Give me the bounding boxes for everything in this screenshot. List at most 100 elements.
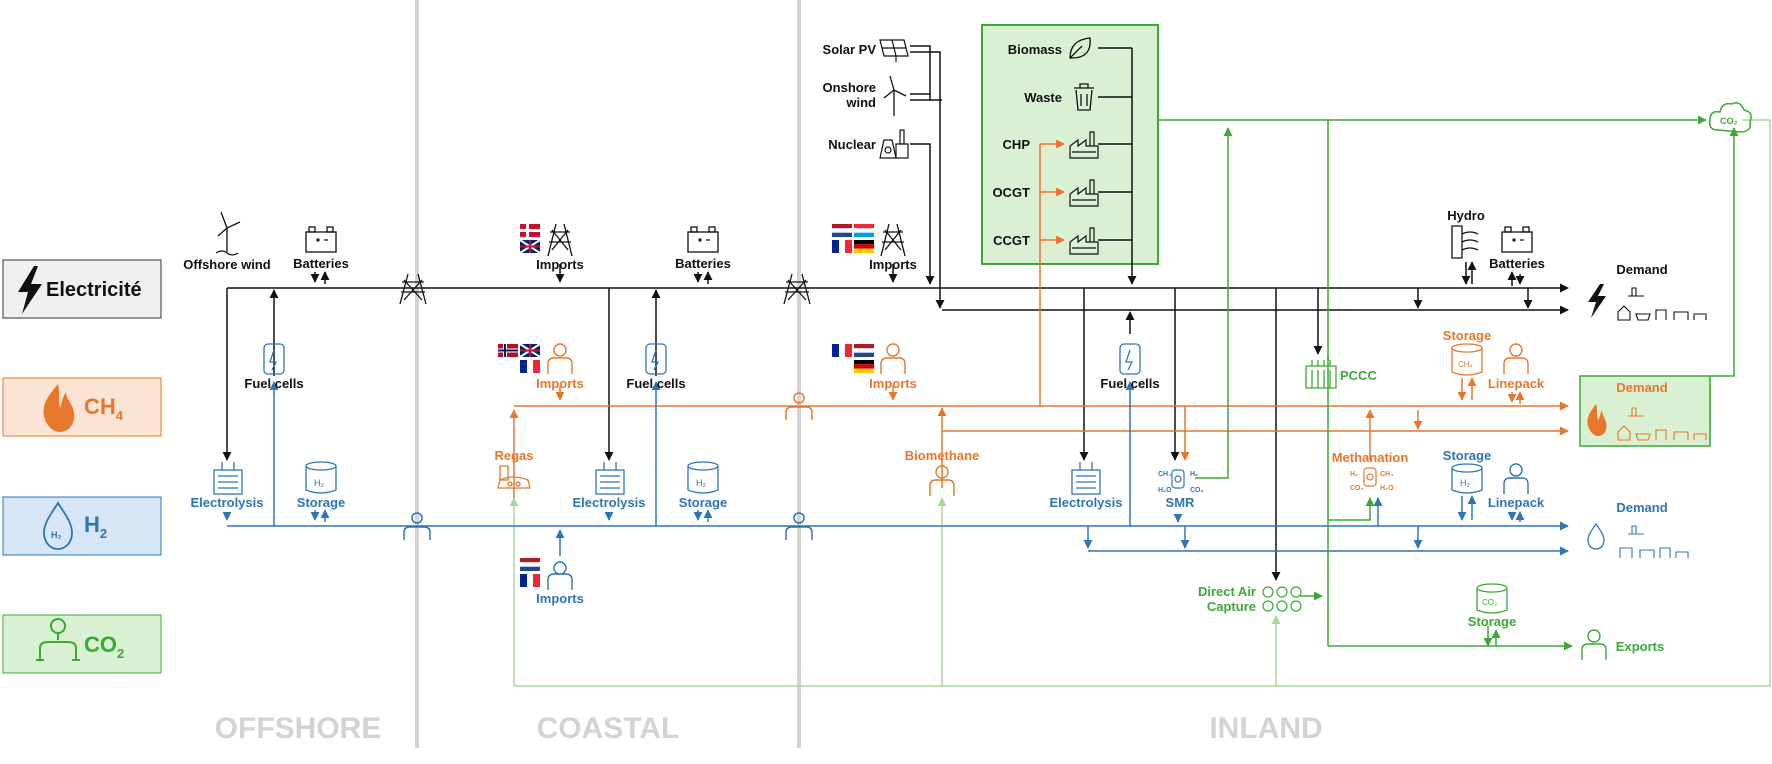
offshore-electrolysis-node: Electrolysis: [191, 462, 264, 510]
electricity-junction-offshore: [399, 273, 427, 305]
co2-storage-label: Storage: [1468, 614, 1516, 629]
lightning-icon: [18, 266, 42, 314]
legend-ch4-label: CH4: [84, 394, 124, 423]
battery-icon: [687, 226, 719, 253]
coastal-h2-imports-node: Imports: [520, 558, 584, 606]
h2-network: [222, 381, 1569, 556]
methanation-reactor-icon: [1363, 467, 1377, 487]
dac-fan-icon: [1262, 586, 1302, 612]
legend-co2: CO2: [2, 614, 162, 674]
flag-germany-icon: [854, 240, 874, 253]
fuel-cell-icon: [1119, 343, 1141, 375]
leaf-icon: [1069, 37, 1091, 59]
h2-linepack-label: Linepack: [1488, 495, 1545, 510]
biomethane-node: Biomethane: [905, 448, 979, 496]
ccgt-label: CCGT: [993, 233, 1030, 248]
electricity-demand: Demand: [1588, 262, 1707, 321]
svg-text:H₂: H₂: [314, 478, 324, 488]
smr-input-h2o: H₂O: [1158, 487, 1172, 494]
h2-storage-node: Storage H₂: [1443, 448, 1491, 494]
nuclear-plant-icon: [879, 129, 909, 159]
solar-pv-label: Solar PV: [823, 42, 877, 57]
dac-label-1: Direct Air: [1198, 584, 1256, 599]
flag-france-icon: [520, 360, 540, 373]
h2-storage-label: Storage: [1443, 448, 1491, 463]
ch4-storage-label: Storage: [1443, 328, 1491, 343]
offshore-storage-node: H₂ Storage: [297, 461, 345, 510]
inland-elec-imports-node: Imports: [832, 223, 917, 272]
flag-norway-icon: [498, 344, 518, 357]
flag-france-icon: [832, 344, 852, 357]
capture-unit-icon: [1305, 360, 1337, 389]
offshore-wind-label: Offshore wind: [183, 257, 270, 272]
zone-label-offshore: OFFSHORE: [215, 712, 382, 745]
inland-batteries-label: Batteries: [1489, 256, 1545, 271]
offshore-batteries-label: Batteries: [293, 256, 349, 271]
gas-valve-icon: [880, 343, 906, 374]
h2-valve-icon: [547, 561, 573, 590]
svg-text:H₂: H₂: [696, 478, 706, 488]
coastal-elec-imports-node: Imports: [519, 223, 584, 272]
ch4-junction-coastal: [785, 392, 813, 420]
dac-node: Direct Air Capture: [1198, 584, 1302, 614]
ocgt-label: OCGT: [992, 185, 1030, 200]
inland-ch4-imports-node: Imports: [832, 343, 917, 391]
coastal-batteries-label: Batteries: [675, 256, 731, 271]
h2-junction-offshore: [403, 512, 431, 540]
legend-co2-label: CO2: [84, 632, 124, 661]
exports-label: Exports: [1616, 639, 1664, 654]
electricity-junction-coastal: [783, 273, 811, 305]
inland-electrolysis-label: Electrolysis: [1050, 495, 1123, 510]
coastal-electrolysis-node: Electrolysis: [573, 462, 646, 510]
smr-node: CH₄ H₂O H₂ CO₂ SMR: [1158, 469, 1204, 510]
legend-h2-label: H2: [84, 512, 107, 541]
offshore-electrolysis-label: Electrolysis: [191, 495, 264, 510]
solar-pv-node: Solar PV: [823, 39, 909, 62]
waste-node: Waste: [1024, 83, 1094, 111]
methanation-input-co2: CO₂: [1350, 485, 1364, 492]
legend: Electricité CH4 H₂ H2 CO2: [2, 259, 162, 674]
co2-pipe-icon: [36, 618, 80, 661]
electrolyser-icon: [213, 462, 243, 495]
fuel-cell-icon: [645, 343, 667, 375]
co2-capture-network: [509, 119, 1771, 687]
coastal-fuel-cells-node: Fuel cells: [626, 343, 686, 391]
ch4-linepack-label: Linepack: [1488, 376, 1545, 391]
wind-turbine-icon: [883, 75, 907, 116]
offshore-fuel-cells-node: Fuel cells: [244, 343, 304, 391]
h2-demand-label: Demand: [1616, 500, 1667, 515]
h2-storage-icon: H₂: [305, 461, 337, 494]
hydro-node: Hydro: [1447, 208, 1485, 259]
flag-netherlands-icon: [520, 558, 540, 571]
smr-input-ch4: CH₄: [1158, 471, 1171, 478]
h2-junction-coastal: [785, 512, 813, 540]
flag-luxembourg-icon: [854, 224, 874, 237]
smr-output-co2: CO₂: [1190, 487, 1204, 494]
onshore-wind-node: Onshore wind: [823, 75, 907, 116]
pccc-label: PCCC: [1340, 368, 1377, 383]
pylon-icon: [547, 223, 573, 257]
coastal-regas-node: Regas: [494, 448, 534, 489]
dam-icon: [1451, 225, 1479, 259]
flag-denmark-icon: [520, 224, 540, 237]
methanation-label: Methanation: [1332, 450, 1409, 465]
inland-electrolysis-node: Electrolysis: [1050, 462, 1123, 510]
smr-output-h2: H₂: [1190, 471, 1198, 478]
lightning-icon: [1588, 284, 1606, 318]
lng-terminal-icon: [497, 465, 531, 489]
ch4-linepack-node: Linepack: [1488, 343, 1545, 391]
battery-icon: [305, 226, 337, 253]
h2-storage-icon: H₂: [687, 461, 719, 494]
coastal-electrolysis-label: Electrolysis: [573, 495, 646, 510]
co2-storage-node: CO₂ Storage: [1468, 583, 1516, 629]
flag-france-icon: [520, 574, 540, 587]
ch4-storage-icon: CH₄: [1451, 343, 1483, 376]
coastal-fuel-cells-label: Fuel cells: [626, 376, 685, 391]
inland-fuel-cells-label: Fuel cells: [1100, 376, 1159, 391]
svg-text:H₂: H₂: [1460, 478, 1470, 488]
onshore-wind-label-1: Onshore: [823, 80, 876, 95]
flame-icon: [1587, 404, 1607, 436]
reformer-icon: [1171, 469, 1185, 489]
flame-icon: [43, 384, 75, 432]
solar-panel-icon: [879, 39, 909, 62]
